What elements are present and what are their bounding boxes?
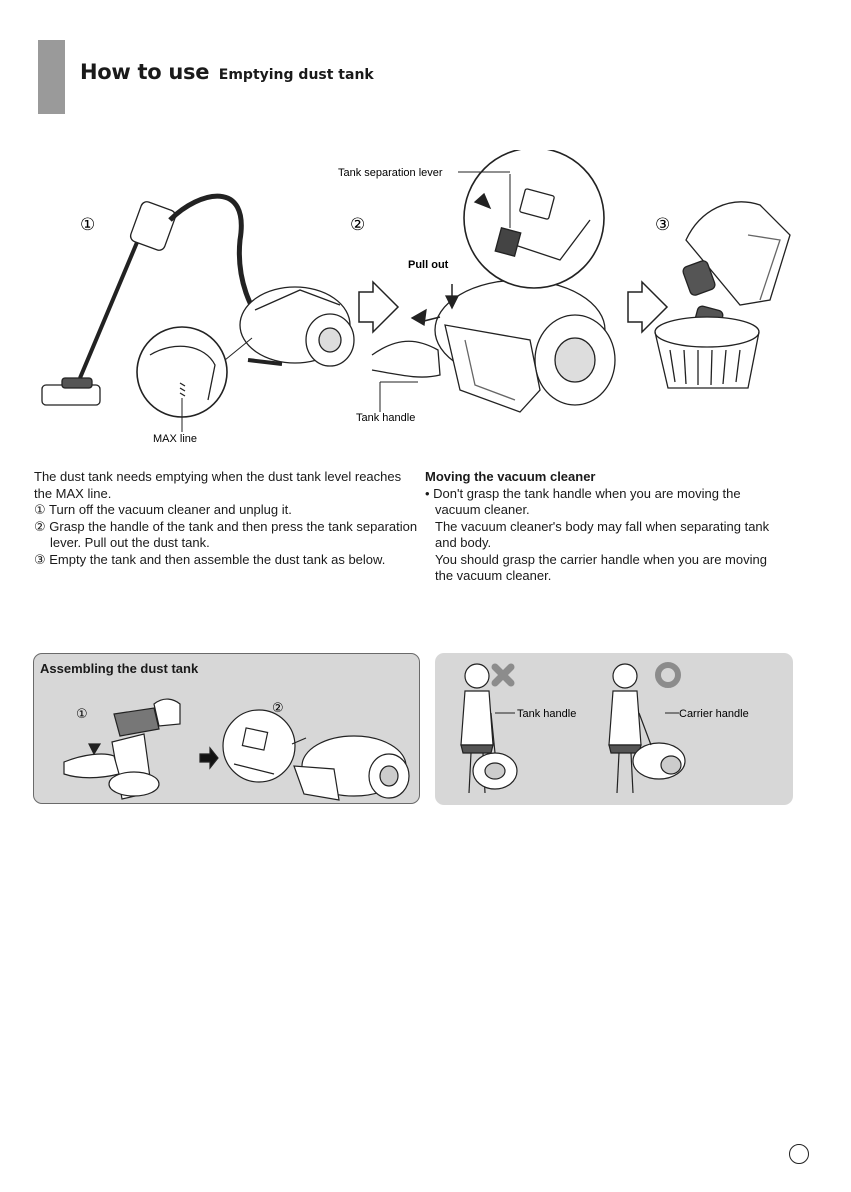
callout-max-line: MAX line [153, 433, 197, 445]
instruction-step: ③ Empty the tank and then assemble the d… [34, 551, 386, 567]
instruction-step: ② Grasp the handle of the tank and then … [34, 518, 418, 551]
assembling-box: Assembling the dust tank ① ② [33, 653, 420, 804]
person-wrong-carry-icon [460, 663, 518, 794]
tank-emptying-icon [654, 201, 791, 389]
x-mark-icon [491, 663, 515, 687]
vacuum-full-icon [41, 193, 355, 432]
page-title: How to use Emptying dust tank [80, 60, 374, 84]
title-sub: Emptying dust tank [218, 67, 374, 83]
moving-heading: Moving the vacuum cleaner [425, 469, 596, 484]
person-correct-carry-icon [608, 663, 686, 794]
tank-assembly-icon [63, 698, 181, 800]
step-number: ③ [655, 215, 670, 235]
step-number: ① [76, 707, 88, 722]
moving-text: You should grasp the carrier handle when… [435, 551, 767, 584]
step-number: ② [272, 701, 284, 716]
carrying-illustration: Tank handle Carrier handle [460, 662, 749, 794]
circle-mark-icon [655, 662, 681, 688]
instruction-step: ① Turn off the vacuum cleaner and unplug… [34, 502, 292, 517]
carrying-box: Tank handle Carrier handle [435, 653, 793, 805]
instructions-intro: The dust tank needs emptying when the du… [34, 469, 402, 501]
moving-text: The vacuum cleaner's body may fall when … [435, 518, 770, 551]
assembling-title: Assembling the dust tank [40, 661, 199, 676]
assembling-illustration: ① ② [63, 698, 410, 801]
tank-handle-label: Tank handle [517, 708, 576, 720]
title-main: How to use [80, 60, 210, 84]
step-number: ① [80, 215, 95, 235]
moving-column: Moving the vacuum cleaner • Don't grasp … [425, 469, 785, 585]
instructions-column: The dust tank needs emptying when the du… [34, 469, 422, 568]
page-marker-circle [789, 1144, 809, 1164]
section-tab-bar [38, 40, 65, 114]
callout-tank-separation-lever: Tank separation lever [338, 167, 443, 179]
tank-reattach-icon [222, 709, 410, 801]
moving-bullet: • Don't grasp the tank handle when you a… [425, 485, 741, 518]
vacuum-tank-removal-icon [371, 150, 616, 413]
carrier-handle-label: Carrier handle [679, 708, 749, 720]
callout-tank-handle: Tank handle [356, 412, 415, 424]
emptying-illustration: ① ② ③ Tank separation lever Pull out MAX… [41, 150, 791, 445]
callout-pull-out: Pull out [408, 259, 449, 271]
arrow-right-icon [199, 746, 219, 770]
step-number: ② [350, 215, 365, 235]
arrow-right-icon [627, 280, 669, 334]
arrow-right-icon [358, 280, 400, 334]
